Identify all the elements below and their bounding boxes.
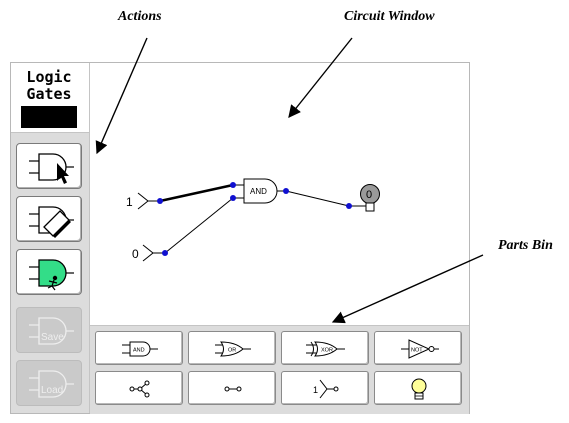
part-or-gate-button[interactable]: OR	[188, 331, 276, 365]
app-logo: Logic Gates	[17, 69, 81, 103]
select-tool-button[interactable]	[16, 143, 82, 189]
and-gate-label: AND	[250, 187, 267, 196]
annotation-parts-bin: Parts Bin	[498, 238, 553, 253]
part-splitter-button[interactable]	[95, 371, 183, 405]
not-gate-icon: NOT	[401, 339, 439, 359]
app-title-line1: Logic	[26, 68, 72, 86]
or-gate-icon: OR	[215, 341, 251, 357]
connector-icon	[224, 386, 242, 392]
xor-gate-icon: XOR	[306, 341, 345, 357]
gate-save-icon	[29, 317, 74, 345]
wire-input0-to-and	[164, 197, 234, 254]
or-part-label: OR	[228, 348, 236, 354]
node-and-in-a	[230, 182, 236, 188]
gate-eraser-icon	[29, 206, 74, 238]
part-light-bulb-button[interactable]	[374, 371, 462, 405]
circuit-diagram: 1 0 AND 0	[126, 178, 380, 262]
input-switch-icon: 1	[313, 379, 339, 399]
wire-and-to-output	[285, 190, 350, 207]
part-and-gate-button[interactable]: AND	[95, 331, 183, 365]
and-gate-icon: AND	[122, 341, 158, 357]
output-value: 0	[366, 189, 372, 201]
part-connector-button[interactable]	[188, 371, 276, 405]
parts-bin: AND OR XOR	[90, 325, 469, 414]
gate-runner-icon	[29, 259, 74, 291]
and-gate[interactable]: AND	[233, 178, 286, 204]
not-part-label: NOT	[411, 348, 423, 354]
part-xor-gate-button[interactable]: XOR	[281, 331, 369, 365]
load-label: Load	[41, 385, 64, 396]
output-bulb[interactable]: 0	[349, 184, 380, 212]
input-top-value: 1	[126, 195, 133, 209]
wire-input1-to-and	[159, 183, 234, 203]
app-title-line2: Gates	[26, 85, 72, 103]
node-and-in-b	[230, 195, 236, 201]
node-input-bottom	[162, 250, 168, 256]
action-tools: Save Load	[11, 132, 89, 413]
and-part-label: AND	[133, 348, 145, 354]
input-bottom-value: 0	[132, 247, 139, 261]
circuit-window[interactable]: 1 0 AND 0	[90, 63, 469, 325]
erase-tool-button[interactable]	[16, 196, 82, 242]
annotation-actions: Actions	[118, 9, 162, 24]
logic-gates-app: Logic Gates	[10, 62, 470, 414]
actions-sidebar: Logic Gates	[11, 63, 90, 413]
xor-part-label: XOR	[321, 348, 333, 354]
node-output	[346, 203, 352, 209]
annotation-circuit-window: Circuit Window	[344, 9, 435, 24]
arrow-parts-bin	[331, 254, 484, 324]
arrow-actions	[95, 37, 148, 155]
arrow-circuit-window	[288, 37, 353, 118]
part-not-gate-button[interactable]: NOT	[374, 331, 462, 365]
node-and-out	[283, 188, 289, 194]
run-tool-button[interactable]	[16, 249, 82, 295]
save-button[interactable]: Save	[16, 307, 82, 353]
load-button[interactable]: Load	[16, 360, 82, 406]
light-bulb-icon	[411, 378, 427, 400]
gate-cursor-icon	[29, 153, 74, 184]
input-part-label: 1	[313, 385, 318, 395]
gate-load-icon	[29, 370, 74, 398]
save-label: Save	[41, 332, 64, 343]
splitter-icon	[129, 380, 150, 398]
logo-bar	[21, 106, 77, 128]
part-input-button[interactable]: 1	[281, 371, 369, 405]
node-input-top	[157, 198, 163, 204]
